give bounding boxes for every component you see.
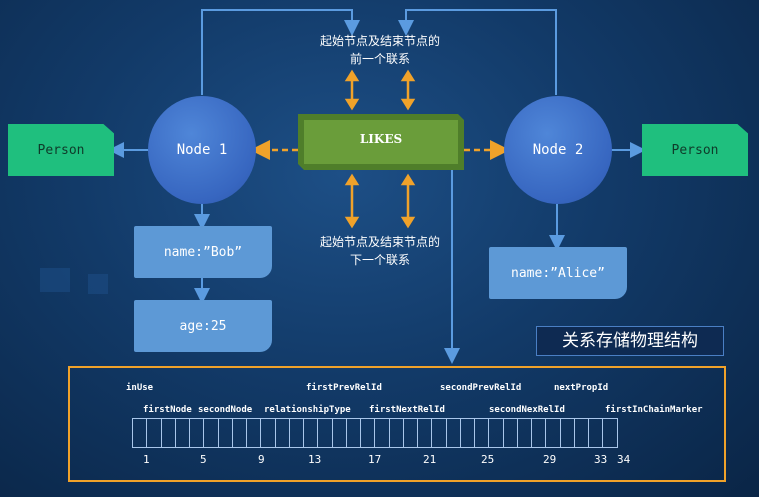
record-byte-cell bbox=[331, 418, 347, 448]
record-byte-cell bbox=[146, 418, 162, 448]
record-byte-cell bbox=[288, 418, 304, 448]
field-firstnode: firstNode bbox=[143, 405, 192, 415]
offset-33: 33 bbox=[594, 453, 608, 466]
offset-1: 1 bbox=[143, 453, 150, 466]
prev-caption-line2: 前一个联系 bbox=[349, 52, 410, 66]
prev-caption: 起始节点及结束节点的 前一个联系 bbox=[300, 32, 460, 68]
bob-name-property[interactable]: name:”Bob” bbox=[134, 226, 272, 278]
record-byte-cell bbox=[588, 418, 604, 448]
field-secondprevrelid: secondPrevRelId bbox=[440, 383, 522, 393]
bob-name-text: name:”Bob” bbox=[163, 244, 243, 260]
node-1[interactable]: Node 1 bbox=[148, 96, 256, 204]
record-byte-cell bbox=[260, 418, 276, 448]
record-byte-cell bbox=[573, 418, 589, 448]
record-byte-cell bbox=[217, 418, 233, 448]
person-right[interactable]: Person bbox=[642, 124, 748, 176]
record-byte-cell bbox=[516, 418, 532, 448]
node-1-label: Node 1 bbox=[176, 142, 228, 158]
offset-29: 29 bbox=[543, 453, 557, 466]
field-relationshiptype: relationshipType bbox=[264, 405, 351, 415]
record-byte-cell bbox=[189, 418, 205, 448]
field-firstnextrelid: firstNextRelId bbox=[369, 405, 445, 415]
record-byte-cell bbox=[174, 418, 190, 448]
person-left[interactable]: Person bbox=[8, 124, 114, 176]
person-right-label: Person bbox=[671, 142, 719, 158]
bob-age-text: age:25 bbox=[179, 318, 227, 334]
field-nextpropid: nextPropId bbox=[554, 383, 609, 393]
alice-name-property[interactable]: name:”Alice” bbox=[489, 247, 627, 299]
record-byte-cell bbox=[402, 418, 418, 448]
node-2[interactable]: Node 2 bbox=[504, 96, 612, 204]
field-firstprevrelid: firstPrevRelId bbox=[306, 383, 382, 393]
record-byte-cell bbox=[274, 418, 290, 448]
record-byte-cell bbox=[531, 418, 547, 448]
record-byte-cell bbox=[388, 418, 404, 448]
record-byte-cell bbox=[203, 418, 219, 448]
offset-34: 34 bbox=[617, 453, 631, 466]
record-frame bbox=[68, 366, 726, 482]
record-byte-cell bbox=[345, 418, 361, 448]
record-byte-cell bbox=[474, 418, 490, 448]
record-byte-cell bbox=[602, 418, 618, 448]
record-byte-cell bbox=[502, 418, 518, 448]
bob-age-property[interactable]: age:25 bbox=[134, 300, 272, 352]
record-byte-cell bbox=[545, 418, 561, 448]
next-caption: 起始节点及结束节点的 下一个联系 bbox=[300, 233, 460, 269]
record-byte-cell bbox=[360, 418, 376, 448]
field-secondnexrelid: secondNexRelId bbox=[489, 405, 565, 415]
record-byte-cell bbox=[417, 418, 433, 448]
alice-name-text: name:”Alice” bbox=[511, 265, 605, 281]
record-byte-cell bbox=[559, 418, 575, 448]
likes-label: LIKES bbox=[359, 132, 403, 146]
record-byte-cell bbox=[459, 418, 475, 448]
offset-21: 21 bbox=[423, 453, 437, 466]
prev-link-right bbox=[398, 9, 557, 95]
field-secondnode: secondNode bbox=[198, 405, 253, 415]
record-byte-cell bbox=[132, 418, 148, 448]
next-caption-line1: 起始节点及结束节点的 bbox=[319, 235, 440, 249]
record-byte-cell bbox=[317, 418, 333, 448]
record-byte-cell bbox=[445, 418, 461, 448]
likes-relationship[interactable]: LIKES bbox=[298, 114, 464, 170]
prev-link-left bbox=[201, 9, 360, 95]
next-caption-line2: 下一个联系 bbox=[349, 253, 410, 267]
record-byte-cell bbox=[231, 418, 247, 448]
field-firstinchainmarker: firstInChainMarker bbox=[605, 405, 703, 415]
record-byte-cell bbox=[303, 418, 319, 448]
offset-13: 13 bbox=[308, 453, 322, 466]
prev-caption-line1: 起始节点及结束节点的 bbox=[319, 34, 440, 48]
record-byte-cell bbox=[431, 418, 447, 448]
record-byte-cell bbox=[246, 418, 262, 448]
offset-25: 25 bbox=[481, 453, 495, 466]
node-2-label: Node 2 bbox=[532, 142, 584, 158]
offset-5: 5 bbox=[200, 453, 207, 466]
person-left-label: Person bbox=[37, 142, 85, 158]
record-byte-cell bbox=[160, 418, 176, 448]
record-byte-cell bbox=[374, 418, 390, 448]
storage-structure-title: 关系存储物理结构 bbox=[536, 326, 724, 356]
offset-9: 9 bbox=[258, 453, 265, 466]
likes-shape bbox=[298, 114, 464, 170]
offset-17: 17 bbox=[368, 453, 382, 466]
field-inuse: inUse bbox=[126, 383, 154, 393]
record-byte-cell bbox=[488, 418, 504, 448]
